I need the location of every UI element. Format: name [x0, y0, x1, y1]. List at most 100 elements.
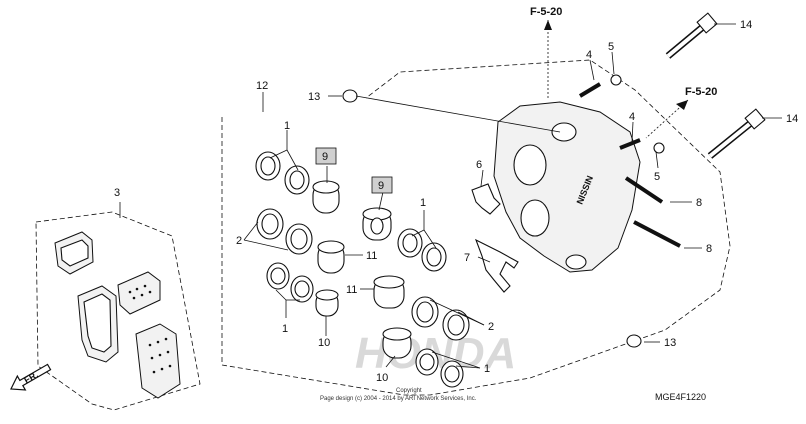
bolt-head-14a	[696, 12, 718, 34]
ref-top[interactable]: F-5-20	[530, 6, 562, 18]
callout-8-b[interactable]: 8	[706, 243, 712, 255]
seal-inner	[260, 156, 276, 176]
left-pistons	[312, 180, 345, 317]
ref-right-arrow	[676, 100, 688, 110]
pad-d-hole	[152, 370, 156, 374]
pad-b-hole	[148, 290, 152, 294]
bleeder-4a	[578, 82, 602, 98]
callout-5-b[interactable]: 5	[654, 171, 660, 183]
callout-9-a[interactable]: 9	[322, 151, 328, 163]
callout-1-a[interactable]: 1	[284, 120, 290, 132]
caliper-bore	[513, 144, 547, 186]
right-seals	[397, 228, 470, 388]
callout-12[interactable]: 12	[256, 80, 268, 92]
pin-8b	[633, 220, 681, 248]
cap-5b	[653, 142, 665, 154]
pad-b	[117, 271, 161, 315]
pad-b-hole	[128, 290, 132, 294]
pad-d-hole	[156, 340, 160, 344]
brake-pads	[54, 231, 181, 399]
pad-spring-7	[474, 238, 519, 293]
callout-labels: 1 2 1 10 11 9 9 1 2 1 10 11 3 12 13 13 4…	[114, 19, 798, 384]
pad-d-hole	[168, 364, 172, 368]
seal-inner	[447, 314, 465, 336]
pad-b-hole	[140, 293, 144, 297]
callout-4-a[interactable]: 4	[586, 49, 592, 61]
seal-inner	[289, 170, 305, 190]
piston-top	[317, 240, 345, 254]
caliper-mount	[551, 122, 577, 142]
callout-2-b[interactable]: 2	[488, 321, 494, 333]
callout-4-b[interactable]: 4	[629, 111, 635, 123]
ref-right[interactable]: F-5-20	[685, 86, 717, 98]
pad-d-hole	[150, 356, 154, 360]
callout-10-a[interactable]: 10	[318, 337, 330, 349]
callout-1-c[interactable]: 1	[420, 197, 426, 209]
seal-inner	[261, 213, 279, 235]
callout-2-a[interactable]: 2	[236, 235, 242, 247]
pad-d-hole	[166, 350, 170, 354]
clip-6	[471, 183, 501, 215]
pad-d	[135, 323, 181, 399]
piston-top	[312, 180, 340, 194]
callout-5-a[interactable]: 5	[608, 41, 614, 53]
callout-3[interactable]: 3	[114, 187, 120, 199]
ref-top-arrow	[544, 20, 552, 30]
seal-inner	[402, 233, 418, 253]
piston-top	[315, 289, 339, 301]
front-arrow-icon	[10, 363, 52, 391]
callout-7[interactable]: 7	[464, 252, 470, 264]
bolt-head-14b	[744, 108, 766, 130]
callout-9-b[interactable]: 9	[378, 180, 384, 192]
callout-13-a[interactable]: 13	[308, 91, 320, 103]
pad-d-hole	[148, 343, 152, 347]
callout-6[interactable]: 6	[476, 159, 482, 171]
copyright-line2: Page design (c) 2004 - 2014 by ARI Netwo…	[320, 396, 477, 402]
piston-bore	[370, 217, 384, 235]
pad-b-hole	[135, 287, 139, 291]
left-seals	[255, 151, 314, 303]
front-arrow: FR.	[10, 363, 52, 391]
diagram-code: MGE4F1220	[655, 392, 706, 402]
bleeder-4b	[619, 138, 641, 150]
seal-inner	[416, 301, 434, 323]
seal-inner	[270, 267, 286, 285]
pad-b-hole	[132, 296, 136, 300]
callout-14-a[interactable]: 14	[740, 19, 752, 31]
seal-inner	[419, 353, 435, 371]
callout-box-9b	[371, 176, 393, 194]
pin-8a	[624, 176, 664, 204]
pad-b-hole	[143, 284, 147, 288]
callout-1-b[interactable]: 1	[282, 323, 288, 335]
callout-10-b[interactable]: 10	[376, 372, 388, 384]
piston-top	[373, 275, 405, 289]
hardware	[342, 12, 766, 348]
callout-1-d[interactable]: 1	[484, 363, 490, 375]
pad-a-face	[60, 239, 89, 267]
callout-11-b[interactable]: 11	[346, 284, 357, 296]
callout-14-b[interactable]: 14	[786, 113, 798, 125]
pad-c-face	[83, 293, 112, 353]
callout-box-9a	[315, 147, 337, 165]
pad-d-hole	[158, 353, 162, 357]
caliper-bore	[520, 199, 550, 237]
nut-13b	[626, 334, 642, 348]
callout-11-a[interactable]: 11	[366, 250, 377, 262]
cap-5a	[610, 74, 622, 86]
nut-13a	[342, 89, 358, 103]
leader-lines	[243, 20, 782, 369]
caliper-body: NISSIN	[493, 101, 641, 273]
pad-d-hole	[164, 337, 168, 341]
copyright-line1: Copyright	[396, 388, 422, 394]
caliper-mount	[565, 254, 587, 270]
seal-inner	[294, 280, 310, 298]
assembly-outline-12	[221, 59, 731, 396]
pad-d-hole	[160, 367, 164, 371]
right-pistons	[362, 207, 412, 359]
seal-inner	[444, 365, 460, 383]
callout-8-a[interactable]: 8	[696, 197, 702, 209]
callout-13-b[interactable]: 13	[664, 337, 676, 349]
seal-inner	[290, 228, 308, 250]
